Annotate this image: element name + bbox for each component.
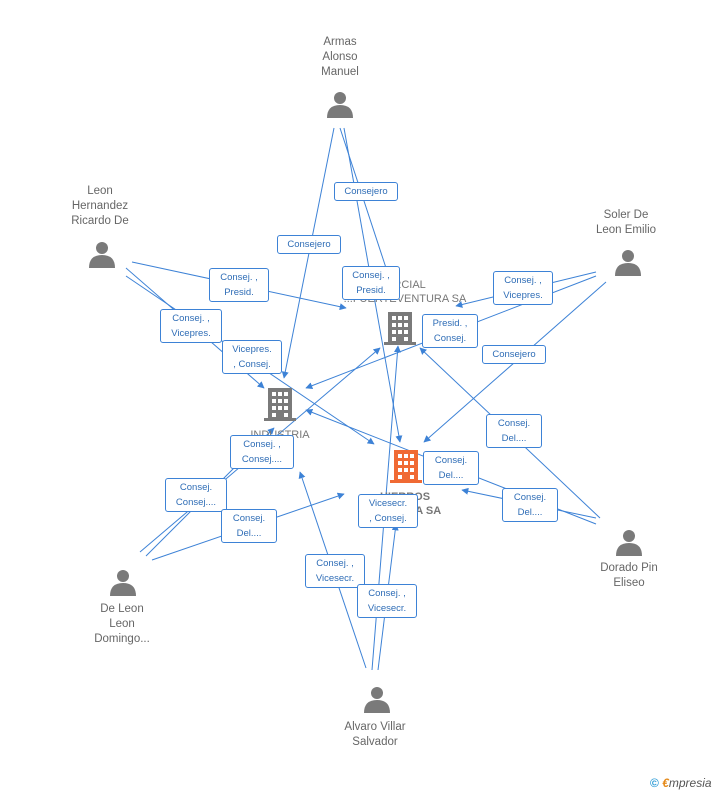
- edge-label-line: Consej....: [241, 454, 283, 465]
- edge-label-line: Consej. ,: [172, 313, 210, 324]
- label-line: Alvaro Villar: [344, 721, 406, 733]
- edge-label-line: Consej.: [497, 418, 531, 429]
- edge-label[interactable]: Presid. , Consej.: [422, 314, 478, 348]
- label-line: Hernandez: [71, 200, 129, 212]
- edge-label-line: Del....: [517, 507, 543, 518]
- edge-label-line: Vicesecr.: [368, 498, 408, 509]
- edge-label-line: Del....: [438, 470, 464, 481]
- label-line: Alonso: [322, 51, 358, 63]
- edge-label-line: Consej.: [232, 513, 266, 524]
- edge-label-line: Consej.: [513, 492, 547, 503]
- label-line: Eliseo: [613, 577, 645, 589]
- edge-label-line: Consejero: [492, 349, 536, 360]
- edge-label[interactable]: Consej. , Vicepres.: [493, 271, 553, 305]
- edge-label-line: Vicesecr.: [367, 603, 407, 614]
- label-line: Leon: [109, 618, 135, 630]
- edge-label-line: Vicepres.: [503, 290, 543, 301]
- edge-label-line: Consej. ,: [243, 439, 281, 450]
- edge-label[interactable]: Consej. , Presid.: [209, 268, 269, 302]
- label-line: Manuel: [321, 66, 359, 78]
- edge-label-line: Presid.: [356, 285, 386, 296]
- edge-label[interactable]: Consej. Consej....: [165, 478, 227, 512]
- person-label-armas[interactable]: Armas Alonso Manuel: [300, 35, 380, 80]
- edge-label-line: Vicesecr.: [315, 573, 355, 584]
- edge-label[interactable]: Consej. , Vicepres.: [160, 309, 222, 343]
- label-line: De Leon: [100, 603, 144, 615]
- person-icon[interactable]: [327, 92, 353, 118]
- edge-label-line: Consej.: [179, 482, 213, 493]
- person-icon[interactable]: [615, 250, 641, 276]
- edge-label-line: Presid.: [224, 287, 254, 298]
- copyright-symbol: ©: [650, 776, 659, 790]
- person-label-leon-hernandez[interactable]: Leon Hernandez Ricardo De: [55, 184, 145, 229]
- person-label-de-leon[interactable]: De Leon Leon Domingo...: [76, 602, 168, 647]
- person-label-alvaro[interactable]: Alvaro Villar Salvador: [325, 720, 425, 750]
- label-line: Leon Emilio: [595, 224, 657, 236]
- edge-label-line: Consej. ,: [316, 558, 354, 569]
- building-icon-focus[interactable]: [390, 450, 422, 483]
- person-icon[interactable]: [364, 687, 390, 713]
- edge-label-line: Consej.: [434, 455, 468, 466]
- label-line: Dorado Pin: [600, 562, 658, 574]
- label-line: Leon: [87, 185, 113, 197]
- edge-label[interactable]: Consej. , Consej....: [230, 435, 294, 469]
- edge-label[interactable]: Consejero: [277, 235, 341, 254]
- edge-label[interactable]: Consej. Del....: [486, 414, 542, 448]
- person-label-dorado[interactable]: Dorado Pin Eliseo: [585, 561, 673, 591]
- copyright: © €mpresia: [650, 776, 712, 790]
- edge-label[interactable]: Consej. , Presid.: [342, 266, 400, 300]
- edge-label-line: Vicepres.: [171, 328, 211, 339]
- person-icon[interactable]: [110, 570, 136, 596]
- edge-label[interactable]: Consej. Del....: [221, 509, 277, 543]
- edge-label[interactable]: Vicesecr. , Consej.: [358, 494, 418, 528]
- edge-label[interactable]: Consejero: [334, 182, 398, 201]
- edge-label-line: Presid. ,: [432, 318, 468, 329]
- edge-label-line: Consejero: [344, 186, 388, 197]
- edge-label[interactable]: Consejero: [482, 345, 546, 364]
- label-line: Salvador: [352, 736, 398, 748]
- edge-label-line: Consej.: [433, 333, 467, 344]
- edge-label-line: Consej. ,: [220, 272, 258, 283]
- edge-label-line: Consejero: [287, 239, 331, 250]
- person-icon[interactable]: [616, 530, 642, 556]
- brand-name: mpresia: [668, 776, 712, 790]
- edge-label-line: Del....: [501, 433, 527, 444]
- edge-label-line: Vicepres.: [232, 344, 272, 355]
- edge-label[interactable]: Vicepres. , Consej.: [222, 340, 282, 374]
- edge-label-line: Consej....: [175, 497, 217, 508]
- edge-label-line: , Consej.: [233, 359, 271, 370]
- edge-label[interactable]: Consej. , Vicesecr.: [357, 584, 417, 618]
- label-line: Domingo...: [94, 633, 150, 645]
- edge-label-line: , Consej.: [369, 513, 407, 524]
- edge-label-line: Del....: [236, 528, 262, 539]
- label-line: Ricardo De: [71, 215, 129, 227]
- edge-label-line: Consej. ,: [504, 275, 542, 286]
- edge-label-line: Consej. ,: [352, 270, 390, 281]
- label-line: Armas: [323, 36, 357, 48]
- edge-label[interactable]: Consej. , Vicesecr.: [305, 554, 365, 588]
- building-icon[interactable]: [264, 388, 296, 421]
- edge-label[interactable]: Consej. Del....: [502, 488, 558, 522]
- person-label-soler[interactable]: Soler De Leon Emilio: [580, 208, 672, 238]
- person-icon[interactable]: [89, 242, 115, 268]
- edge-label[interactable]: Consej. Del....: [423, 451, 479, 485]
- label-line: Soler De: [603, 209, 649, 221]
- empresia-logo-icon: €: [662, 776, 669, 790]
- building-icon[interactable]: [384, 312, 416, 345]
- edge-label-line: Consej. ,: [368, 588, 406, 599]
- edge-line: [339, 127, 390, 275]
